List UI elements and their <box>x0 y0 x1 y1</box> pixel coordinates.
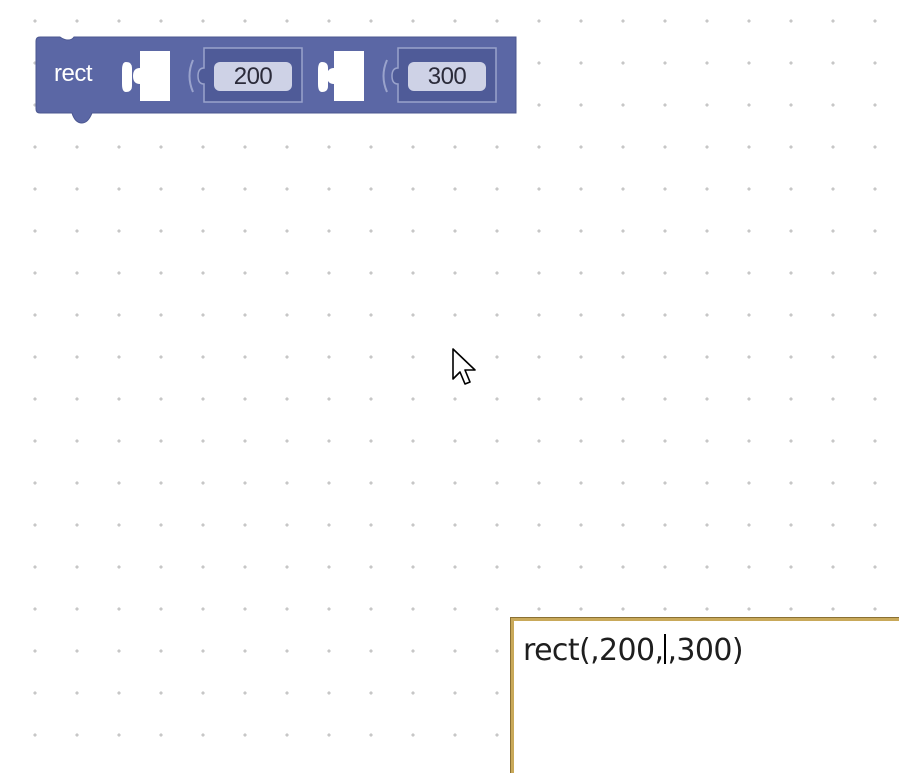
rect-block-label: rect <box>54 60 93 87</box>
connector-tab-2 <box>318 62 328 92</box>
number-field-2[interactable]: 300 <box>408 62 486 91</box>
text-caret <box>664 634 667 664</box>
empty-input-slot-2[interactable] <box>327 51 364 101</box>
connector-paren-2 <box>382 59 388 93</box>
number-field-1[interactable]: 200 <box>214 62 292 91</box>
mouse-pointer-icon <box>452 348 476 385</box>
connector-paren-1 <box>188 59 194 93</box>
code-editor[interactable]: rect(,200,,300) <box>510 617 899 773</box>
connector-tab-1 <box>122 62 132 92</box>
code-text-before-caret: rect(,200, <box>523 633 664 668</box>
empty-input-slot-1[interactable] <box>133 51 170 101</box>
code-text-after-caret: ,300) <box>667 633 743 668</box>
